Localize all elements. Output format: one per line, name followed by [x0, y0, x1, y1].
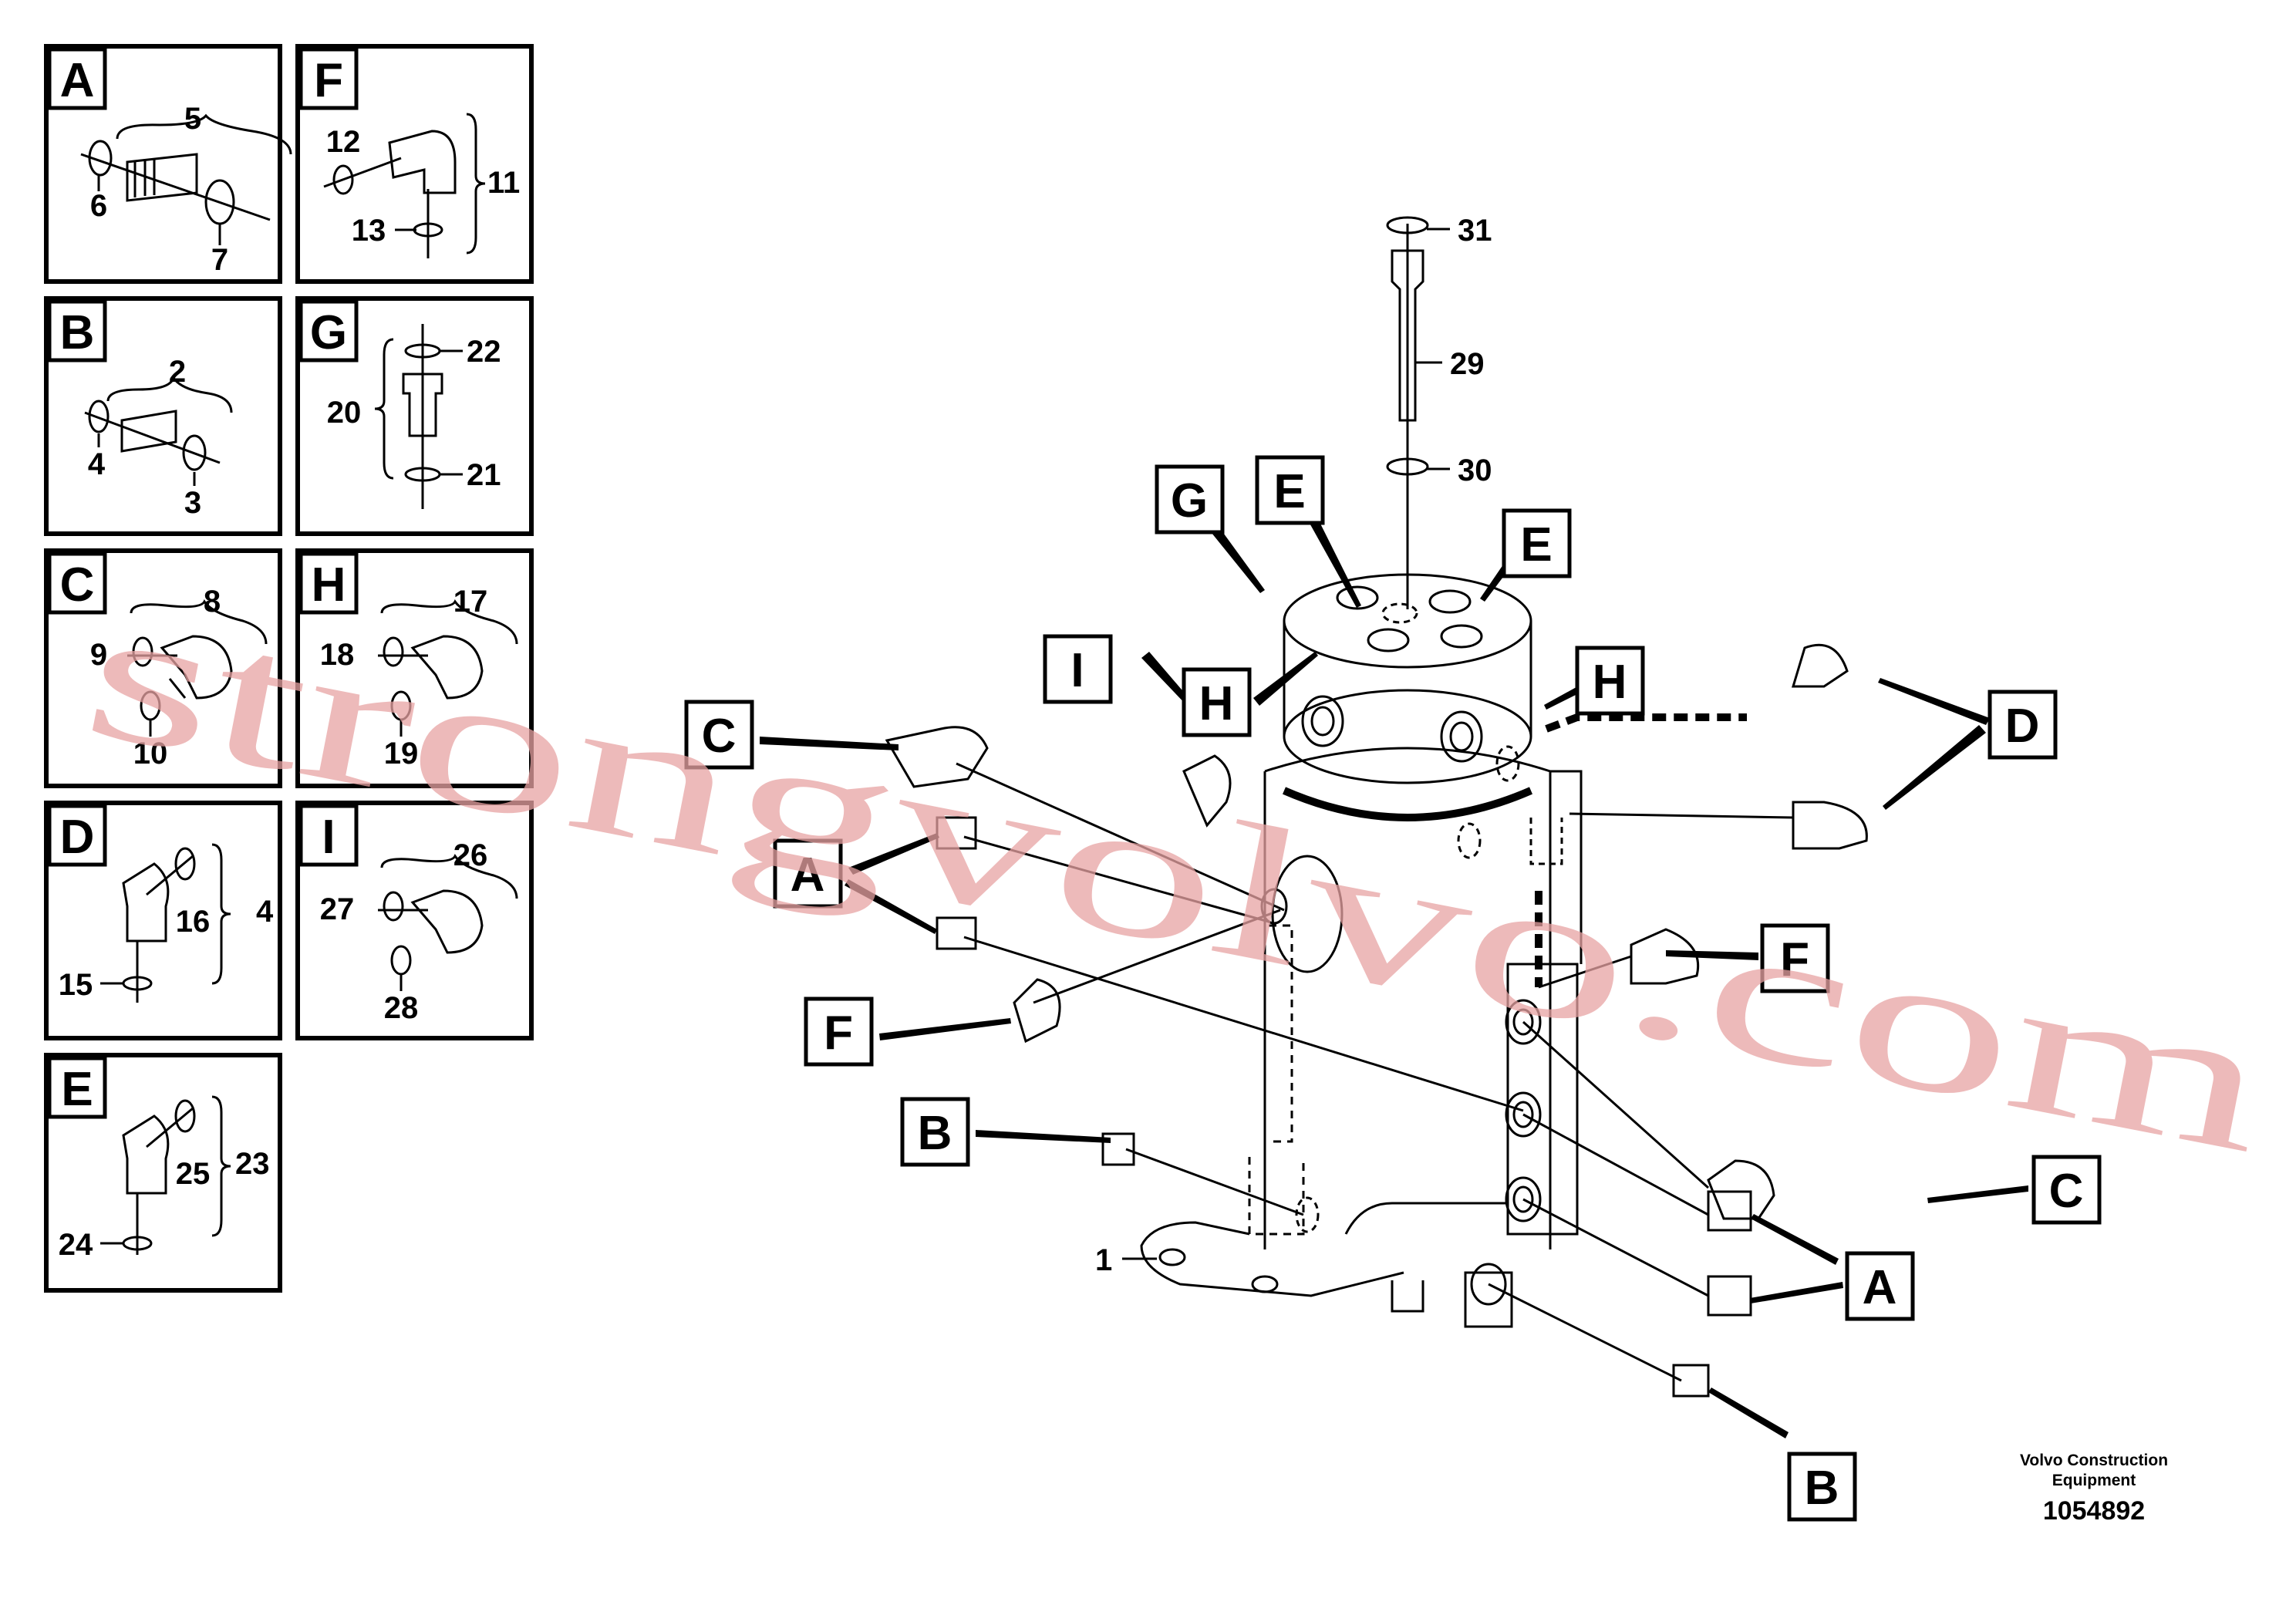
panel-c	[44, 548, 282, 788]
panel-f-letter: F	[314, 54, 343, 107]
callout-c-left: C	[702, 710, 737, 763]
panel-c-letter: C	[60, 558, 95, 612]
callout-g: G	[1171, 474, 1208, 528]
panel-b-num-2: 4	[88, 447, 106, 481]
panel-i-letter: I	[322, 811, 335, 864]
caption: Volvo Construction Equipment 1054892	[2020, 1452, 2168, 1526]
panel-a-num-2: 6	[90, 189, 107, 223]
part-number-1: 1	[1095, 1243, 1112, 1277]
panel-c-num-2: 9	[90, 638, 107, 672]
panel-h	[295, 548, 534, 788]
panel-h-letter: H	[312, 558, 346, 612]
watermark-text: strongvolvo.com	[70, 562, 2284, 1195]
callout-h-left: H	[1199, 677, 1234, 730]
panel-g-num-2: 20	[327, 396, 362, 430]
panel-labels: A 5 6 7 F 12 11 13 B 2 4 3 G 22 20 21 C …	[59, 54, 521, 1262]
panel-h-num-1: 17	[453, 585, 488, 619]
panel-c-num-1: 8	[204, 585, 221, 619]
part-number-29: 29	[1450, 347, 1485, 381]
panel-d-num-1: 16	[176, 905, 211, 939]
panel-e-letter: E	[61, 1063, 93, 1116]
panel-d-num-3: 15	[59, 968, 93, 1002]
panel-a-letter: A	[60, 54, 95, 107]
callout-i: I	[1070, 644, 1084, 697]
panel-f	[295, 44, 534, 284]
callout-letters: G E E I H H C D A F F B C A B	[702, 465, 2084, 1515]
callout-boxes	[684, 455, 2102, 1522]
callout-f-right: F	[1780, 933, 1809, 986]
panel-b-letter: B	[60, 306, 95, 359]
callout-e-right: E	[1520, 518, 1552, 572]
callout-a-left: A	[791, 848, 825, 902]
panel-f-num-1: 12	[326, 125, 361, 159]
panel-e-num-3: 24	[59, 1228, 93, 1262]
panel-g-num-1: 22	[467, 335, 501, 369]
caption-diagram-number: 1054892	[2043, 1496, 2145, 1526]
panel-b-num-3: 3	[184, 486, 201, 520]
panel-f-num-2: 11	[487, 166, 520, 200]
panel-a	[44, 44, 292, 284]
panel-i-num-2: 27	[320, 892, 355, 926]
callout-c-right: C	[2049, 1165, 2084, 1218]
panel-d-num-2: 4	[256, 895, 274, 929]
panel-c-num-3: 10	[133, 737, 168, 771]
panel-g-letter: G	[310, 306, 347, 359]
callout-b-bottom: B	[1805, 1462, 1839, 1515]
callout-f-left: F	[824, 1007, 853, 1060]
callout-d: D	[2005, 700, 2040, 753]
panel-a-num-3: 7	[211, 243, 228, 277]
callout-e-top: E	[1273, 465, 1305, 518]
part-number-31: 31	[1458, 214, 1492, 248]
panel-d-letter: D	[60, 811, 95, 864]
panel-g	[295, 296, 534, 536]
panel-i-num-3: 28	[384, 991, 419, 1025]
panel-f-num-3: 13	[352, 214, 386, 248]
panel-i	[295, 801, 534, 1040]
panel-b-num-1: 2	[169, 355, 186, 389]
panel-h-num-2: 18	[320, 638, 355, 672]
callout-a-right: A	[1863, 1261, 1897, 1314]
panel-e-num-2: 23	[235, 1147, 270, 1181]
panel-i-num-1: 26	[453, 838, 488, 872]
panel-h-num-3: 19	[384, 737, 419, 771]
panel-a-num-1: 5	[184, 102, 201, 136]
part-number-30: 30	[1458, 454, 1492, 487]
panel-b	[44, 296, 282, 536]
callout-b-left: B	[918, 1107, 952, 1160]
caption-line-1: Volvo Construction	[2020, 1452, 2168, 1469]
panel-e-num-1: 25	[176, 1157, 211, 1191]
part-leaders	[1122, 228, 1450, 1260]
panel-e	[44, 1053, 282, 1293]
caption-line-2: Equipment	[2052, 1472, 2136, 1489]
inset-panels	[44, 44, 534, 1293]
swivel-joint-assembly	[885, 216, 1868, 1398]
callout-h-right: H	[1593, 656, 1627, 709]
panel-g-num-3: 21	[467, 458, 501, 492]
panel-d	[44, 801, 282, 1040]
part-numbers: 31 29 30 1	[1095, 214, 1492, 1277]
